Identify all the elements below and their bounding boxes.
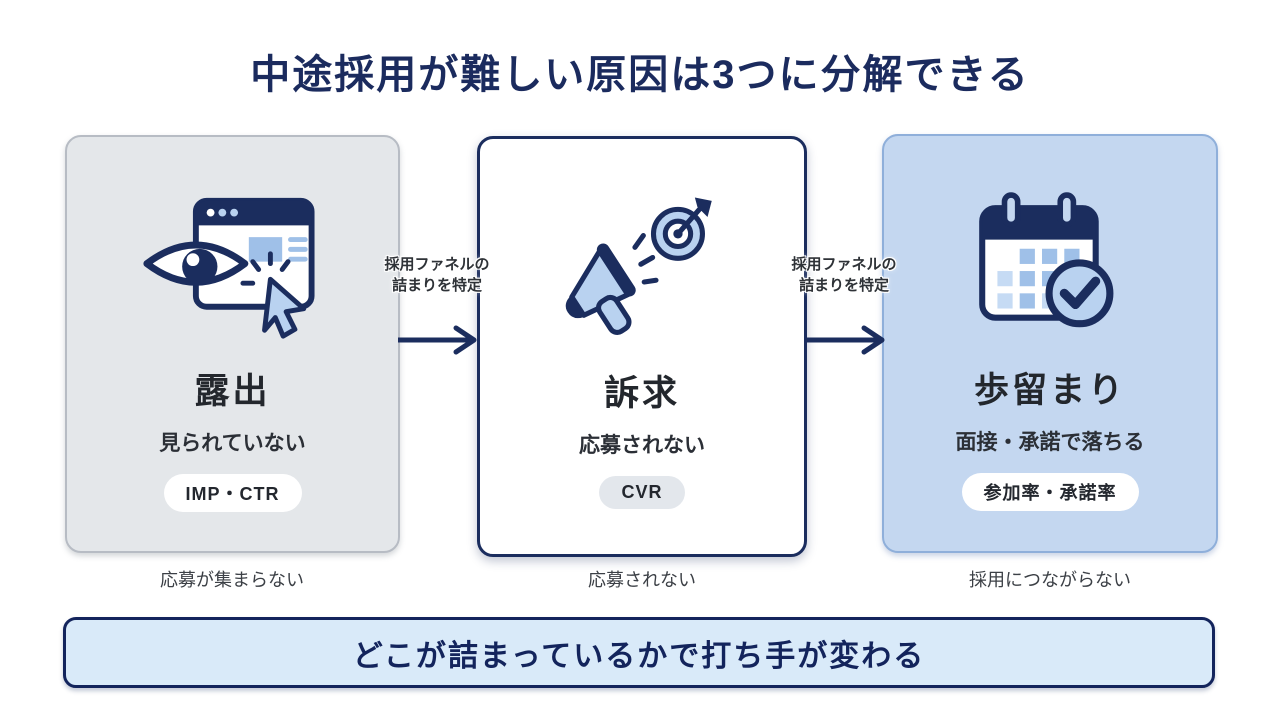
card-exposure: 露出 見られていない IMP・CTR <box>65 135 400 553</box>
card-appeal: 訴求 応募されない CVR <box>477 136 807 557</box>
browser-eye-click-icon <box>139 193 325 345</box>
funnel-arrow-label-1: 採用ファネルの 詰まりを特定 <box>327 254 547 296</box>
page-title: 中途採用が難しい原因は3つに分解できる <box>250 53 1030 97</box>
card-yield-subtitle: 面接・承諾で落ちる <box>955 431 1145 454</box>
card-appeal-caption: 応募されない <box>588 570 696 590</box>
funnel-arrow-label-1-line2: 詰まりを特定 <box>391 277 482 294</box>
funnel-arrow-label-2-line1: 採用ファネルの <box>791 256 897 273</box>
card-exposure-subtitle: 見られていない <box>159 432 306 455</box>
card-appeal-subtitle: 応募されない <box>579 434 705 457</box>
right-arrow-icon <box>398 325 477 355</box>
card-appeal-metric-badge: CVR <box>599 476 685 509</box>
card-yield-metric-badge: 参加率・承諾率 <box>961 473 1139 511</box>
right-arrow-icon <box>806 325 885 355</box>
footer-banner: どこが詰まっているかで打ち手が変わる <box>63 617 1215 688</box>
footer-banner-text: どこが詰まっているかで打ち手が変わる <box>352 639 926 673</box>
card-yield-title: 歩留まり <box>973 371 1126 410</box>
megaphone-target-icon <box>553 195 730 347</box>
funnel-arrow-label-2-line2: 詰まりを特定 <box>798 277 889 294</box>
card-exposure-metric-badge: IMP・CTR <box>163 474 302 512</box>
card-exposure-caption: 応募が集まらない <box>160 570 304 590</box>
card-yield-caption: 採用につながらない <box>969 570 1131 590</box>
funnel-arrow-label-2: 採用ファネルの 詰まりを特定 <box>734 254 954 296</box>
card-yield: 歩留まり 面接・承諾で落ちる 参加率・承諾率 <box>882 134 1218 553</box>
card-exposure-title: 露出 <box>194 372 271 411</box>
card-appeal-title: 訴求 <box>603 374 680 413</box>
calendar-check-icon <box>966 192 1133 344</box>
funnel-arrow-label-1-line1: 採用ファネルの <box>384 256 490 273</box>
